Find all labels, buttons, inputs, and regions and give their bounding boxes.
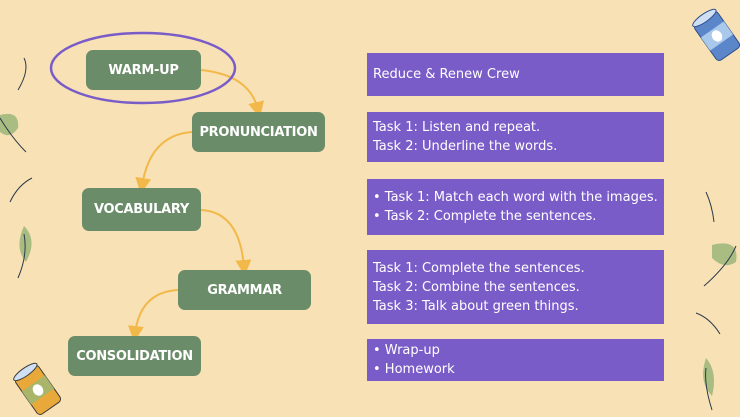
detail-line: Task 1: Complete the sentences. [373,260,585,276]
arrow-pronunciation-vocabulary [135,131,193,194]
detail-box-pronunciation: Task 1: Listen and repeat. Task 2: Under… [367,112,664,162]
arrow-grammar-consolidation [128,289,179,342]
node-pronunciation[interactable]: PRONUNCIATION [192,112,325,152]
detail-box-consolidation: • Wrap-up • Homework [367,339,664,381]
leaf-icon [0,57,737,411]
highlight-ellipse [49,31,237,105]
can-icon-blue [692,8,740,61]
detail-line: Task 2: Combine the sentences. [373,279,580,295]
detail-line: Task 2: Underline the words. [373,139,558,154]
arrow-vocabulary-grammar [200,209,252,276]
can-icon-orange [13,362,62,415]
detail-line: Reduce & Renew Crew [373,67,520,82]
node-vocabulary[interactable]: VOCABULARY [82,188,201,231]
arrow-warmup-pronunciation [200,69,265,118]
detail-box-vocabulary: • Task 1: Match each word with the image… [367,179,664,235]
detail-box-warm-up: Reduce & Renew Crew [367,53,664,96]
detail-line: Task 3: Talk about green things. [373,298,579,314]
detail-line: • Task 2: Complete the sentences. [373,209,597,224]
node-warm-up[interactable]: WARM-UP [86,50,201,90]
node-grammar[interactable]: GRAMMAR [178,270,311,310]
detail-line: • Wrap-up [373,343,440,358]
detail-line: Task 1: Listen and repeat. [373,120,541,135]
detail-box-grammar: Task 1: Complete the sentences. Task 2: … [367,250,664,324]
detail-line: • Homework [373,362,455,377]
detail-line: • Task 1: Match each word with the image… [373,190,658,205]
node-consolidation[interactable]: CONSOLIDATION [68,336,201,376]
